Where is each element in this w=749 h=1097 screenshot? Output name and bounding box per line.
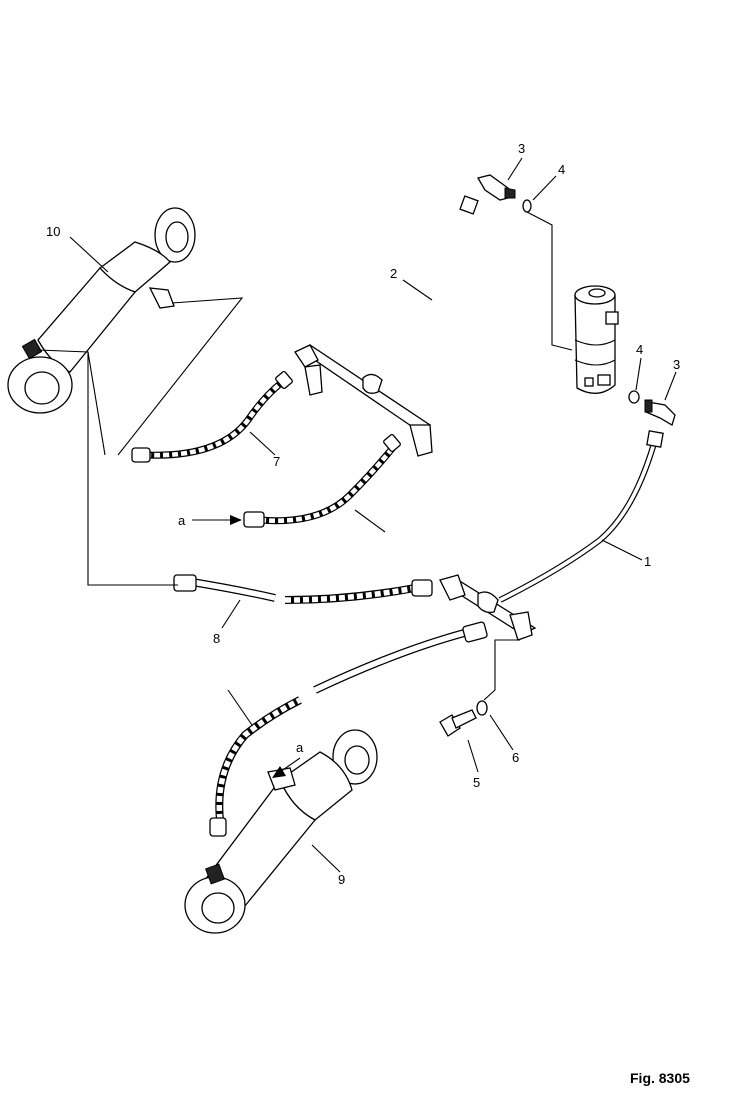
callout-3-top: 3: [518, 141, 525, 156]
pipe-1: [498, 430, 664, 603]
pipe-2: [374, 195, 479, 384]
hose-8: [173, 574, 433, 604]
o-ring-4-top: [522, 199, 532, 213]
o-ring-4-right: [628, 390, 640, 404]
bolt-5: [439, 709, 477, 737]
cylinder-10: [7, 207, 196, 414]
callout-1: 1: [644, 554, 651, 569]
figure-label: Fig. 8305: [630, 1070, 690, 1086]
callout-9: 9: [338, 872, 345, 887]
arrow-a-cylinder: [272, 757, 301, 778]
upper-manifold: [294, 344, 433, 457]
elbow-fitting-3-top: [477, 174, 516, 201]
callout-4-right: 4: [636, 342, 643, 357]
callout-6: 6: [512, 750, 519, 765]
callout-5: 5: [473, 775, 480, 790]
callout-7: 7: [273, 454, 280, 469]
hose-7: [131, 370, 293, 463]
leader-lines: [37, 157, 677, 873]
arrow-a-label-1: a: [178, 513, 186, 528]
lower-manifold: [439, 574, 537, 641]
callout-3-right: 3: [673, 357, 680, 372]
callout-10: 10: [46, 224, 60, 239]
elbow-fitting-3-right: [644, 399, 676, 426]
swivel-joint: [574, 285, 619, 394]
washer-6: [476, 700, 488, 716]
hose-cylinder-9: [209, 621, 488, 837]
callout-2: 2: [390, 266, 397, 281]
callout-8: 8: [213, 631, 220, 646]
arrow-a-label-2: a: [296, 740, 304, 755]
arrow-a-hose: [192, 515, 242, 525]
callout-4-top: 4: [558, 162, 565, 177]
cylinder-9: [184, 729, 378, 934]
hose-a: [243, 433, 401, 528]
